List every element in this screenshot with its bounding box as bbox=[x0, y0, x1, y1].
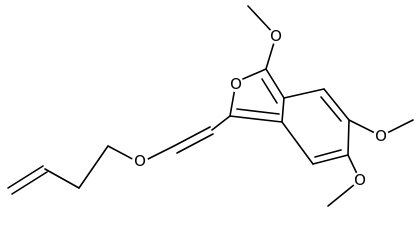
bond-c6-c7-inner bbox=[314, 149, 342, 158]
bond-c3a-c7a bbox=[281, 97, 285, 123]
furan-oxygen-label: O bbox=[230, 75, 242, 93]
bond-allyl-single bbox=[44, 168, 80, 189]
bond-c5-c6 bbox=[347, 119, 350, 156]
bond-vinyl-double-a bbox=[7, 165, 44, 189]
bond-c1-c7a bbox=[229, 115, 283, 123]
bond-vinylene-furan bbox=[211, 115, 231, 131]
atom-methoxy-bottom-oxygen: O bbox=[352, 171, 368, 189]
atom-methoxy-top-oxygen: O bbox=[268, 27, 284, 45]
bond-chain-single bbox=[78, 145, 109, 189]
bond-layer bbox=[7, 5, 414, 207]
methoxy-mid-oxygen-label: O bbox=[375, 127, 387, 145]
bond-c1-c7a-inner bbox=[236, 108, 280, 115]
chemical-structure-diagram: O O O O O bbox=[7, 5, 414, 207]
bond-c6-c7 bbox=[312, 154, 349, 165]
bond-vinyl-double-b bbox=[11, 171, 48, 195]
atom-label-layer: O O O O O bbox=[132, 27, 389, 189]
bond-c3-c3a-inner bbox=[261, 78, 278, 104]
ether-oxygen-label: O bbox=[134, 152, 146, 170]
bond-c3a-c4 bbox=[283, 88, 325, 99]
atom-ether-oxygen: O bbox=[132, 152, 148, 170]
bond-c7-c7a bbox=[281, 121, 314, 165]
atom-furan-oxygen: O bbox=[228, 75, 244, 93]
bond-c4-c5 bbox=[323, 88, 350, 121]
methoxy-bottom-oxygen-label: O bbox=[354, 171, 366, 189]
bond-c3-c3a bbox=[265, 68, 285, 99]
bond-c4-c5-inner bbox=[320, 96, 342, 122]
atom-methoxy-mid-oxygen: O bbox=[373, 127, 389, 145]
bond-vinylene-double-a bbox=[173, 126, 211, 147]
methoxy-top-oxygen-label: O bbox=[270, 27, 282, 45]
bond-vinylene-double-b bbox=[176, 133, 214, 154]
